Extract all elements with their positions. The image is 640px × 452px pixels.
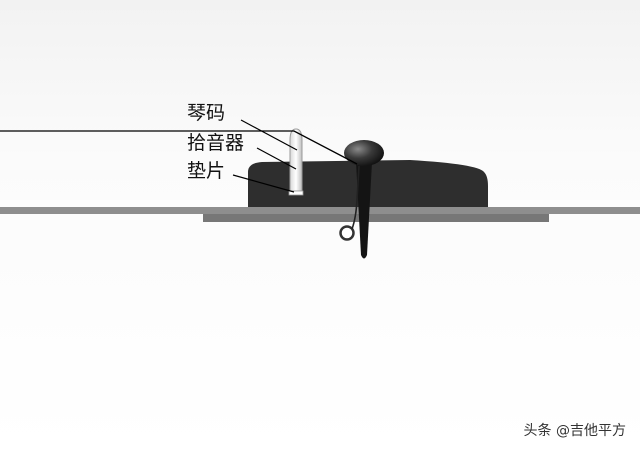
- bridge-pin-head: [344, 140, 384, 166]
- shim-label: 垫片: [187, 160, 226, 182]
- pickup-label: 拾音器: [187, 132, 245, 154]
- bridge-pin-shaft: [356, 162, 372, 259]
- string-ball-end: [339, 225, 355, 241]
- string-in-hole: [351, 165, 360, 230]
- bridge-plate: [203, 214, 549, 222]
- leader-pickup: [256, 147, 297, 170]
- shim-strip: [288, 190, 304, 196]
- watermark-text: 头条 @吉他平方: [523, 423, 626, 439]
- saddle-pickup: [289, 128, 303, 192]
- top-plate: [0, 207, 640, 214]
- bridge-label: 琴码: [187, 102, 226, 124]
- string-line: [0, 130, 358, 165]
- leader-bridge: [240, 119, 298, 151]
- leader-shim: [232, 174, 295, 193]
